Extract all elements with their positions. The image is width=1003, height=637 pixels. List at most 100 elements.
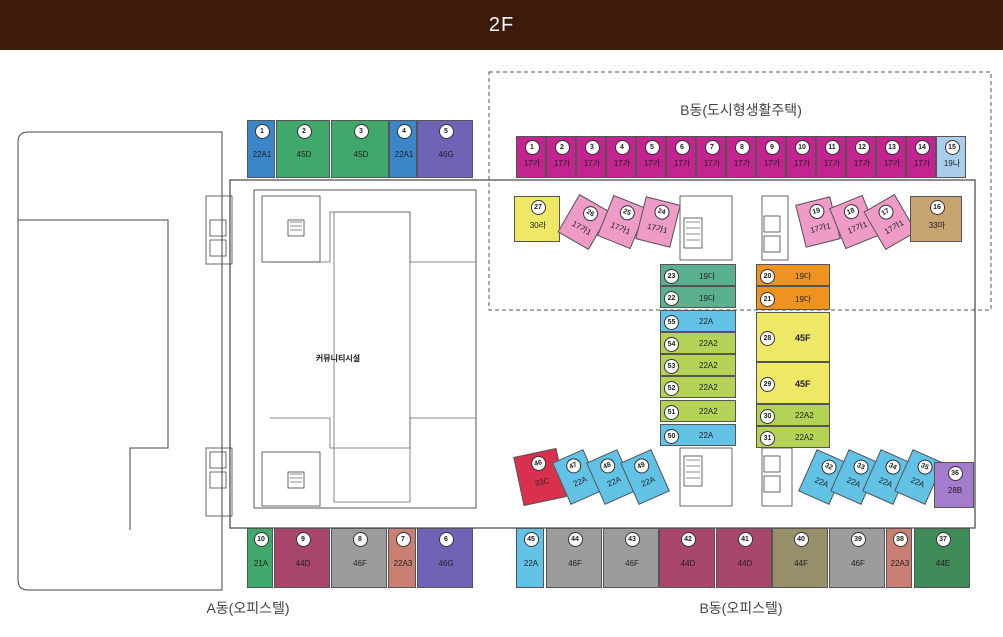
unit-number-badge: 11 bbox=[824, 140, 840, 155]
unit-number-badge: 19 bbox=[807, 202, 826, 221]
unit-type-label: 22A3 bbox=[890, 559, 910, 568]
unit-units-left-col-55[interactable]: 55 22A bbox=[660, 310, 736, 332]
unit-number-badge: 37 bbox=[935, 532, 951, 547]
unit-units-left-col-53[interactable]: 53 22A2 bbox=[660, 354, 736, 376]
unit-number-badge: 8 bbox=[734, 140, 750, 155]
unit-number-badge: 28 bbox=[760, 330, 775, 346]
unit-units-b-bottom-41[interactable]: 41 44D bbox=[716, 528, 772, 588]
unit-number-badge: 3 bbox=[584, 140, 600, 155]
unit-number-badge: 53 bbox=[664, 358, 679, 374]
unit-type-label: 46F bbox=[353, 559, 367, 568]
unit-number-badge: 32 bbox=[818, 456, 839, 477]
unit-type-label: 22A bbox=[699, 317, 714, 326]
unit-type-label: 22A bbox=[639, 474, 657, 489]
unit-number-badge: 24 bbox=[652, 202, 671, 222]
a-building-outline bbox=[17, 131, 223, 591]
stair-hatching bbox=[290, 221, 700, 483]
unit-type-label: 30라 bbox=[529, 221, 547, 230]
unit-units-b-bottom-42[interactable]: 42 44D bbox=[659, 528, 715, 588]
stair-core-group bbox=[205, 195, 793, 517]
unit-type-label: 22A2 bbox=[699, 361, 718, 370]
b-housing-zone bbox=[488, 71, 992, 311]
unit-type-label: 22A bbox=[699, 431, 714, 440]
unit-type-label: 19다 bbox=[699, 294, 716, 303]
unit-number-badge: 8 bbox=[352, 532, 368, 547]
unit-number-badge: 3 bbox=[353, 124, 369, 139]
unit-number-badge: 20 bbox=[760, 268, 775, 284]
unit-number-badge: 54 bbox=[664, 336, 679, 352]
unit-type-label: 44D bbox=[680, 559, 696, 568]
unit-type-label: 17가 bbox=[793, 159, 811, 168]
unit-type-label: 17가 bbox=[853, 159, 871, 168]
unit-units-right-col-29[interactable]: 29 45F bbox=[756, 362, 830, 404]
unit-type-label: 21A bbox=[253, 559, 269, 568]
unit-type-label: 44D bbox=[737, 559, 753, 568]
unit-type-label: 17가 bbox=[643, 159, 661, 168]
unit-type-label: 45F bbox=[795, 379, 811, 389]
unit-number-badge: 2 bbox=[296, 124, 312, 139]
unit-number-badge: 47 bbox=[563, 456, 584, 476]
unit-number-badge: 42 bbox=[680, 532, 696, 547]
unit-number-badge: 1 bbox=[254, 124, 270, 139]
unit-number-badge: 23 bbox=[664, 268, 679, 284]
unit-type-label: 17가 bbox=[673, 159, 691, 168]
unit-number-badge: 55 bbox=[664, 314, 679, 330]
unit-number-badge: 38 bbox=[892, 532, 908, 547]
unit-units-b-bottom-38[interactable]: 38 22A3 bbox=[886, 528, 912, 588]
unit-number-badge: 6 bbox=[438, 532, 454, 547]
unit-units-a-bottom-8[interactable]: 8 46F bbox=[331, 528, 387, 588]
unit-number-badge: 4 bbox=[614, 140, 630, 155]
unit-number-badge: 17 bbox=[875, 202, 896, 223]
unit-number-badge: 26 bbox=[579, 203, 601, 224]
unit-number-badge: 41 bbox=[737, 532, 753, 547]
unit-number-badge: 7 bbox=[395, 532, 411, 547]
unit-number-badge: 9 bbox=[295, 532, 311, 547]
unit-type-label: 22A2 bbox=[699, 383, 718, 392]
unit-number-badge: 29 bbox=[760, 376, 775, 392]
